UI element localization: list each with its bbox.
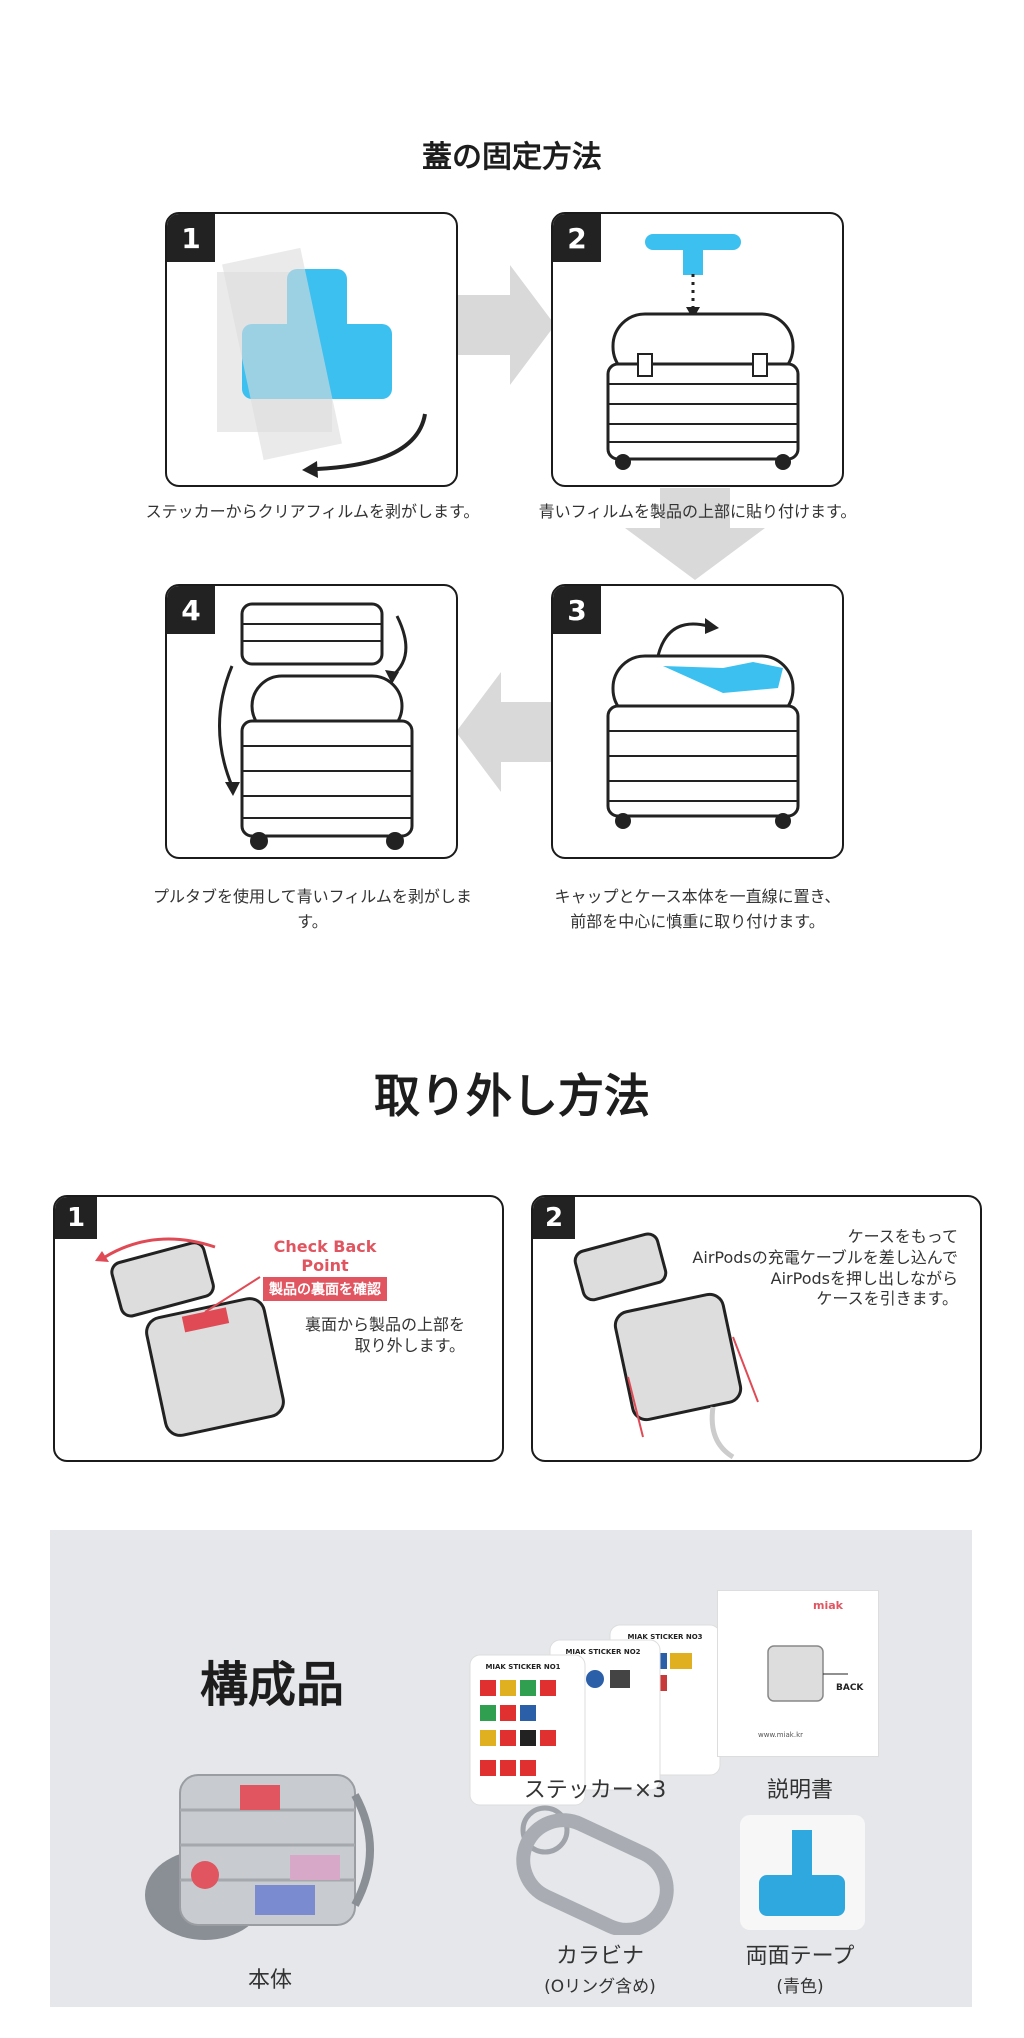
blue-tape-icon xyxy=(759,1830,845,1916)
tape-image xyxy=(740,1815,865,1930)
manual-brand: miak xyxy=(813,1599,843,1612)
removal-illustration-1 xyxy=(95,1237,285,1437)
manual-image: miak BACK www.miak.kr xyxy=(717,1590,879,1757)
manual-back-label: BACK xyxy=(836,1683,864,1693)
removal-card-2: 2 ケースをもって AirPodsの充電ケーブルを差し込んで AirPodsを押… xyxy=(531,1195,982,1462)
step-number: 1 xyxy=(55,1197,97,1239)
removal-card-1: 1 Check Back Point 製品の裏面を確認 裏面から製品の上部を 取… xyxy=(53,1195,504,1462)
components-panel: 構成品 本体 xyxy=(50,1530,972,2007)
step-caption-2: 青いフィルムを製品の上部に貼り付けます。 xyxy=(538,502,857,521)
step-number: 4 xyxy=(167,586,215,634)
step-card-2: 2 xyxy=(551,212,844,487)
step-caption-3: キャップとケース本体を一直線に置き、 前部を中心に慎重に取り付けます。 xyxy=(554,887,841,931)
carabiner-image xyxy=(516,1805,674,1935)
label-carabiner-sub: (Oリング含め) xyxy=(544,1977,656,1997)
sticker-sheet-2-label: MIAK STICKER NO2 xyxy=(565,1648,641,1656)
label-manual: 説明書 xyxy=(766,1778,833,1803)
step-card-4: 4 xyxy=(165,584,458,859)
step-caption-4: プルタブを使用して青いフィルムを剥がします。 xyxy=(153,887,472,931)
arrow-right-icon xyxy=(455,265,555,385)
step-caption-1: ステッカーからクリアフィルムを剥がします。 xyxy=(145,502,480,521)
arrow-down-icon xyxy=(625,488,765,580)
step-number: 2 xyxy=(533,1197,575,1239)
removal-illustration-2 xyxy=(573,1232,759,1460)
removal-note-2: ケースをもって AirPodsの充電ケーブルを差し込んで AirPodsを押し出… xyxy=(692,1227,958,1309)
sticker-peel-illustration xyxy=(217,247,427,478)
sticker-sheet-1-label: MIAK STICKER NO1 xyxy=(485,1663,561,1671)
suitcase-body-image xyxy=(145,1774,374,1940)
removal-note-1: 裏面から製品の上部を 取り外します。 xyxy=(304,1315,465,1355)
step-card-1: 1 xyxy=(165,212,458,487)
label-tape-sub: (青色) xyxy=(776,1977,824,1997)
check-back-badge: Check Back Point 製品の裏面を確認 xyxy=(250,1237,400,1301)
manual-url: www.miak.kr xyxy=(758,1731,804,1739)
label-tape: 両面テープ xyxy=(745,1944,855,1969)
manual-suitcase-icon xyxy=(767,1645,848,1702)
sticker-sheets-image xyxy=(469,1624,721,1806)
step-number: 2 xyxy=(553,214,601,262)
step-number: 3 xyxy=(553,586,601,634)
badge-subtitle: 製品の裏面を確認 xyxy=(263,1277,387,1301)
sticker-sheet-3-label: MIAK STICKER NO3 xyxy=(627,1633,703,1641)
label-stickers: ステッカー×3 xyxy=(523,1778,667,1803)
label-body: 本体 xyxy=(247,1968,292,1993)
suitcase-tape-illustration xyxy=(606,234,800,470)
components-title: 構成品 xyxy=(200,1657,345,1713)
label-carabiner: カラビナ xyxy=(555,1944,644,1969)
suitcase-attach-illustration xyxy=(606,618,800,829)
section2-title: 取り外し方法 xyxy=(374,1069,650,1123)
section1-title: 蓋の固定方法 xyxy=(422,140,602,175)
suitcase-assemble-illustration xyxy=(218,602,414,850)
step-number: 1 xyxy=(167,214,215,262)
badge-title: Check Back Point xyxy=(273,1237,377,1275)
step-card-3: 3 xyxy=(551,584,844,859)
arrow-left-icon xyxy=(456,672,556,792)
